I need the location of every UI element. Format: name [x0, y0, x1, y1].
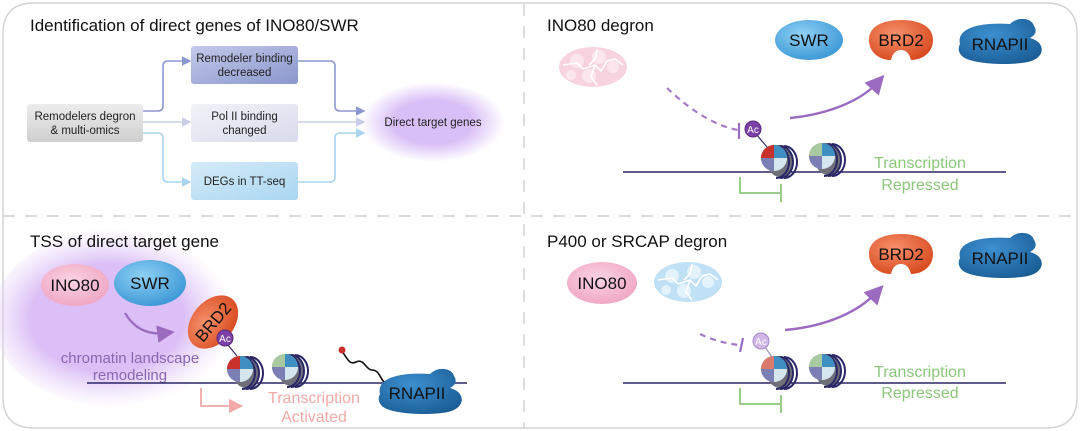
remodel-line2: remodeling: [93, 367, 167, 384]
rna-cap: [338, 346, 346, 354]
ac-label: Ac: [755, 337, 767, 348]
connector-source-to-degs: [143, 132, 192, 187]
connector-source-to-binding: [143, 56, 192, 112]
activated-tss-arrow: [200, 388, 244, 414]
rnapii-label: RNAPII: [972, 249, 1029, 268]
ac-tether: [755, 133, 768, 148]
nucleosome: [271, 353, 309, 388]
status-line2: Repressed: [881, 177, 958, 194]
status-line2: Activated: [281, 409, 347, 426]
branch-line2: decreased: [218, 67, 272, 79]
branch-line1: DEGs in TT-seq: [204, 176, 286, 188]
status-line1: Transcription: [874, 155, 966, 172]
ino80-label: INO80: [577, 274, 626, 293]
acetyl-mark: Ac: [744, 120, 762, 138]
panel-ino80-degron: INO80 degron SWR BRD2 RNAPII: [547, 16, 1042, 202]
nucleosome-acetylated: [226, 355, 264, 390]
rnapii-protein: RNAPII: [958, 18, 1042, 64]
recruit-arrow: [789, 74, 885, 120]
swr-protein: SWR: [114, 260, 186, 306]
nascent-rna: [341, 350, 387, 385]
panel-p400-srcap-degron: P400 or SRCAP degron INO80 BRD2 RNAPII: [547, 232, 1042, 413]
branch-box-degs: DEGs in TT-seq: [191, 162, 298, 200]
acetyl-mark-faded: Ac: [752, 332, 770, 350]
source-box: Remodelers degron & multi-omics: [27, 104, 143, 142]
branch-line1: Remodeler binding: [196, 53, 293, 65]
panel-identification: Identification of direct genes of INO80/…: [27, 16, 505, 200]
nucleosome: [808, 353, 846, 388]
ino80-protein: INO80: [567, 262, 637, 304]
status-line1: Transcription: [874, 364, 966, 381]
ac-label: Ac: [219, 334, 231, 345]
ac-tether: [764, 346, 773, 358]
direct-target-ellipse: Direct target genes: [361, 82, 505, 162]
ino80-protein: INO80: [41, 264, 109, 306]
status-line2: Repressed: [881, 385, 958, 402]
branch-line1: Pol II binding: [211, 111, 278, 123]
panel-title: TSS of direct target gene: [30, 232, 219, 251]
panel-tss-target: TSS of direct target gene INO80 SWR BRD2…: [0, 228, 467, 426]
panel-title: Identification of direct genes of INO80/…: [30, 16, 359, 35]
nucleosome-acetylated-faded: [760, 355, 798, 390]
ac-label: Ac: [747, 125, 759, 136]
branch-line2: changed: [222, 125, 266, 137]
brd2-protein: BRD2: [869, 20, 933, 60]
ino80-label: INO80: [50, 276, 99, 295]
dashed-inhibition-arrow: [699, 333, 739, 347]
flow-connectors: [143, 56, 366, 187]
rnapii-label: RNAPII: [389, 384, 446, 403]
rnapii-protein: RNAPII: [958, 232, 1042, 278]
rnapii-protein: RNAPII: [378, 368, 462, 414]
target-label: Direct target genes: [384, 117, 481, 129]
swr-protein: SWR: [775, 20, 843, 60]
source-box-line1: Remodelers degron: [34, 111, 135, 123]
ac-tether: [227, 344, 238, 357]
branch-box-polII-binding: Pol II binding changed: [191, 104, 298, 142]
nucleosome-acetylated: [760, 144, 798, 179]
source-box-line2: & multi-omics: [50, 125, 119, 137]
brd2-label: BRD2: [878, 31, 923, 50]
remodeling-arrow: [124, 312, 175, 343]
remodel-line1: chromatin landscape: [61, 350, 199, 367]
repressed-tss-symbol: [739, 177, 782, 202]
connector-degs-to-target: [298, 128, 366, 183]
brd2-protein: BRD2: [869, 234, 933, 274]
inhibition-bar: [738, 337, 745, 353]
swr-label: SWR: [130, 274, 170, 293]
repressed-tss-symbol: [739, 388, 782, 413]
acetyl-mark: Ac: [216, 329, 234, 347]
degraded-swr-icon: [654, 262, 722, 302]
swr-label: SWR: [789, 31, 829, 50]
recruit-arrow: [784, 285, 884, 332]
nucleosome: [808, 142, 846, 177]
panel-title: P400 or SRCAP degron: [547, 232, 727, 251]
status-line1: Transcription: [268, 390, 360, 407]
connector-binding-to-target: [298, 60, 366, 116]
rnapii-label: RNAPII: [972, 35, 1029, 54]
dashed-inhibition-arrow: [666, 87, 739, 132]
panel-title: INO80 degron: [547, 16, 654, 35]
brd2-label: BRD2: [878, 245, 923, 264]
branch-box-remodeler-binding: Remodeler binding decreased: [191, 46, 298, 84]
degraded-ino80-icon: [559, 47, 627, 87]
